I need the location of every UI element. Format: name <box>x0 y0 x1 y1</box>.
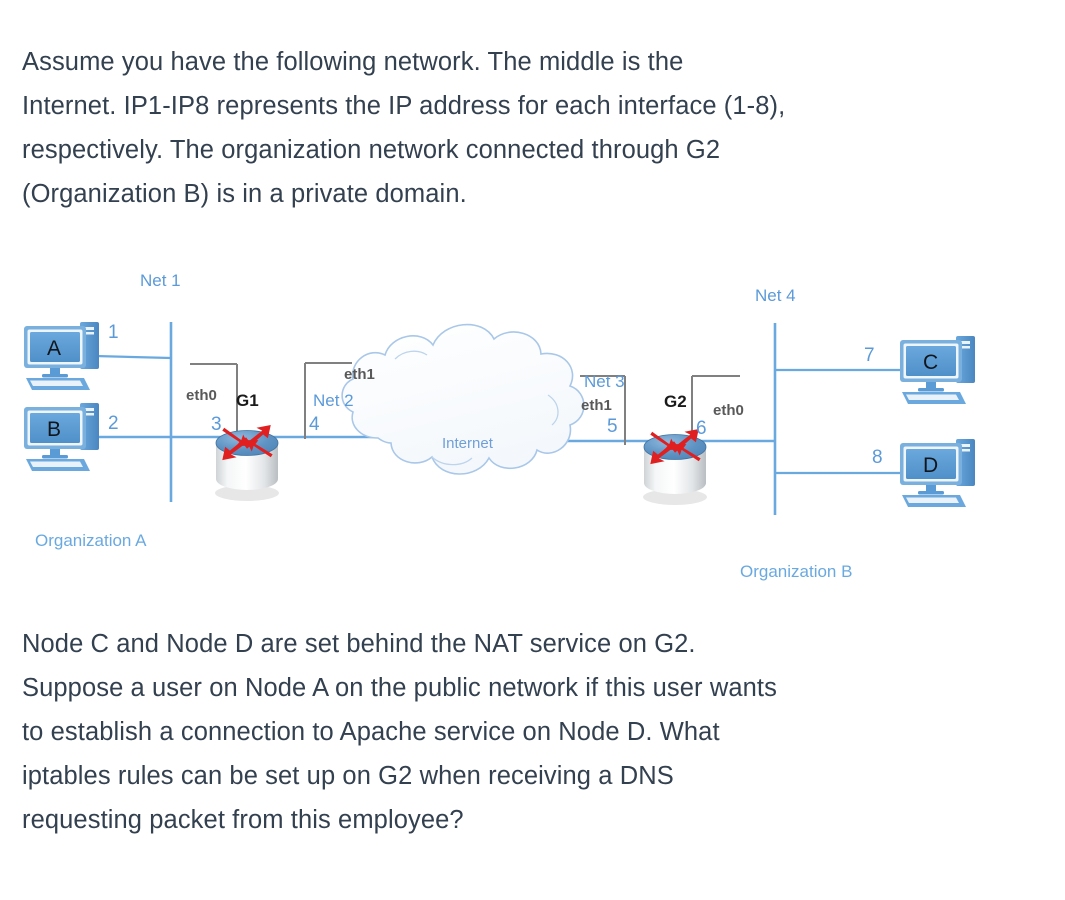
router-g1-icon <box>215 424 279 501</box>
question-paragraph: Node C and Node D are set behind the NAT… <box>22 630 777 834</box>
host-d-icon <box>900 439 975 507</box>
router-g2-icon <box>643 428 707 505</box>
network-diagram: A B C D Net 1 Net 2 Net 3 Net 4 Organiza… <box>0 255 1065 600</box>
intro-paragraph: Assume you have the following network. T… <box>22 48 786 208</box>
g1-eth1-bracket <box>304 362 352 439</box>
g2-eth0-bracket <box>691 375 740 445</box>
host-b-icon <box>24 403 99 471</box>
link-a-net1 <box>94 354 172 360</box>
g2-eth1-bracket <box>580 375 626 445</box>
g1-eth0-bracket <box>190 363 238 439</box>
host-a-icon <box>24 322 99 390</box>
internet-cloud <box>341 323 585 475</box>
diagram-canvas <box>24 322 975 515</box>
host-c-icon <box>900 336 975 404</box>
